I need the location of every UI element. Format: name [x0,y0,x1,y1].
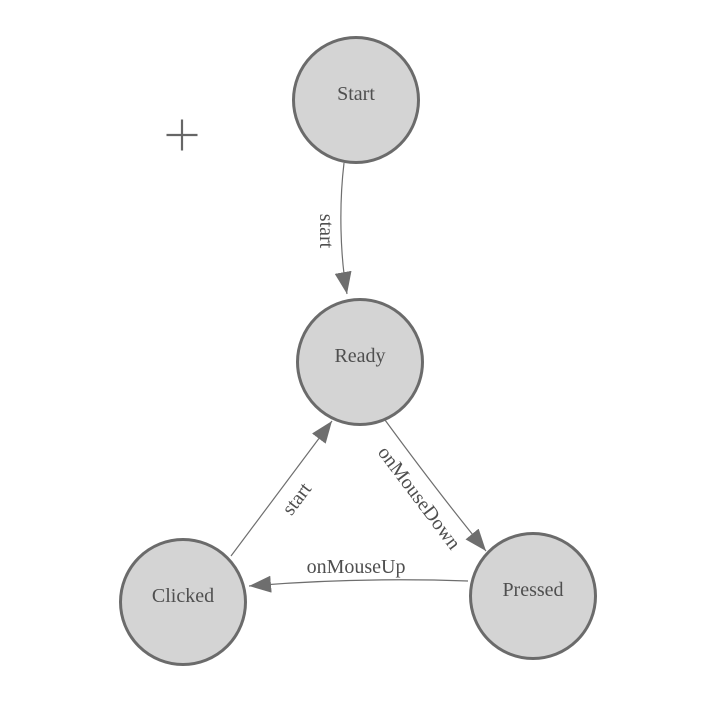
edge-label-clicked-to-ready: start [278,478,317,519]
node-start-label: Start [337,83,375,105]
node-ready[interactable]: Ready [296,298,424,426]
node-clicked-label: Clicked [152,585,214,607]
node-ready-label: Ready [334,345,385,367]
node-start-circle[interactable] [292,36,420,164]
edge-clicked-to-ready[interactable] [230,420,333,557]
edge-label-pressed-to-clicked: onMouseUp [307,556,406,578]
node-ready-circle[interactable] [296,298,424,426]
edge-pressed-to-clicked[interactable] [248,575,469,593]
node-pressed[interactable]: Pressed [469,532,597,660]
edge-ready-to-pressed[interactable] [384,419,487,552]
node-pressed-label: Pressed [502,579,563,601]
node-pressed-circle[interactable] [469,532,597,660]
edge-label-ready-to-pressed: onMouseDown [373,442,465,554]
node-clicked[interactable]: Clicked [119,538,247,666]
node-clicked-circle[interactable] [119,538,247,666]
node-start[interactable]: Start [292,36,420,164]
crosshair-icon [166,119,198,151]
edge-label-start-to-ready: start [315,214,337,249]
edge-start-to-ready[interactable] [334,162,352,295]
